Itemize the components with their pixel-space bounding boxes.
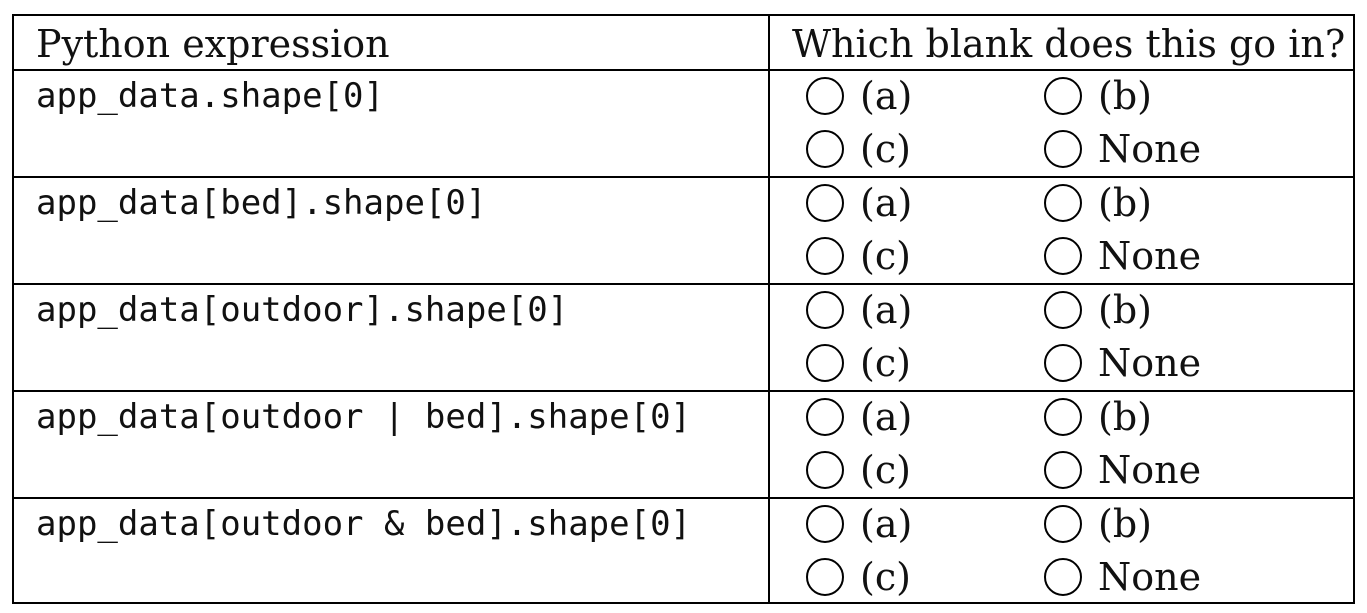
option-c-radio[interactable]: (c) bbox=[806, 127, 911, 171]
column-divider bbox=[768, 16, 770, 602]
option-none-radio[interactable]: None bbox=[1044, 127, 1201, 171]
option-label: (b) bbox=[1098, 74, 1152, 118]
option-label: None bbox=[1098, 555, 1202, 599]
radio-circle-icon[interactable] bbox=[1044, 184, 1082, 222]
header-row-divider bbox=[14, 69, 1353, 71]
option-none-radio[interactable]: None bbox=[1044, 555, 1201, 599]
option-b-radio[interactable]: (b) bbox=[1044, 181, 1152, 225]
radio-circle-icon[interactable] bbox=[1044, 398, 1082, 436]
option-a-radio[interactable]: (a) bbox=[806, 288, 912, 332]
option-label: (a) bbox=[860, 502, 913, 546]
option-label: (b) bbox=[1098, 502, 1152, 546]
radio-circle-icon[interactable] bbox=[1044, 451, 1082, 489]
python-expression: app_data.shape[0] bbox=[36, 76, 384, 116]
option-none-radio[interactable]: None bbox=[1044, 234, 1201, 278]
option-b-radio[interactable]: (b) bbox=[1044, 74, 1152, 118]
option-label: (c) bbox=[860, 341, 911, 385]
radio-circle-icon[interactable] bbox=[806, 184, 844, 222]
option-none-radio[interactable]: None bbox=[1044, 448, 1201, 492]
option-label: (a) bbox=[860, 288, 913, 332]
option-label: (b) bbox=[1098, 181, 1152, 225]
option-label: (c) bbox=[860, 448, 911, 492]
option-b-radio[interactable]: (b) bbox=[1044, 395, 1152, 439]
option-c-radio[interactable]: (c) bbox=[806, 234, 911, 278]
header-which-blank: Which blank does this go in? bbox=[792, 22, 1346, 66]
option-b-radio[interactable]: (b) bbox=[1044, 288, 1152, 332]
row-divider bbox=[14, 176, 1353, 178]
radio-circle-icon[interactable] bbox=[1044, 237, 1082, 275]
header-python-expression: Python expression bbox=[36, 22, 390, 66]
radio-circle-icon[interactable] bbox=[1044, 77, 1082, 115]
radio-circle-icon[interactable] bbox=[806, 505, 844, 543]
radio-circle-icon[interactable] bbox=[806, 398, 844, 436]
radio-circle-icon[interactable] bbox=[806, 344, 844, 382]
option-label: (a) bbox=[860, 181, 913, 225]
option-a-radio[interactable]: (a) bbox=[806, 395, 912, 439]
option-label: None bbox=[1098, 341, 1202, 385]
radio-circle-icon[interactable] bbox=[806, 130, 844, 168]
option-label: (c) bbox=[860, 127, 911, 171]
radio-circle-icon[interactable] bbox=[1044, 505, 1082, 543]
option-a-radio[interactable]: (a) bbox=[806, 74, 912, 118]
option-label: (c) bbox=[860, 234, 911, 278]
radio-circle-icon[interactable] bbox=[1044, 291, 1082, 329]
option-b-radio[interactable]: (b) bbox=[1044, 502, 1152, 546]
radio-circle-icon[interactable] bbox=[1044, 558, 1082, 596]
radio-circle-icon[interactable] bbox=[806, 291, 844, 329]
option-label: None bbox=[1098, 127, 1202, 171]
option-label: (a) bbox=[860, 395, 913, 439]
radio-circle-icon[interactable] bbox=[806, 77, 844, 115]
option-c-radio[interactable]: (c) bbox=[806, 555, 911, 599]
python-expression: app_data[bed].shape[0] bbox=[36, 183, 487, 223]
option-c-radio[interactable]: (c) bbox=[806, 448, 911, 492]
row-divider bbox=[14, 283, 1353, 285]
radio-circle-icon[interactable] bbox=[1044, 130, 1082, 168]
option-label: (c) bbox=[860, 555, 911, 599]
option-c-radio[interactable]: (c) bbox=[806, 341, 911, 385]
option-label: (b) bbox=[1098, 288, 1152, 332]
option-label: (a) bbox=[860, 74, 913, 118]
python-expression: app_data[outdoor | bed].shape[0] bbox=[36, 397, 692, 437]
row-divider bbox=[14, 390, 1353, 392]
option-a-radio[interactable]: (a) bbox=[806, 181, 912, 225]
option-label: None bbox=[1098, 448, 1202, 492]
radio-circle-icon[interactable] bbox=[806, 451, 844, 489]
radio-circle-icon[interactable] bbox=[1044, 344, 1082, 382]
option-a-radio[interactable]: (a) bbox=[806, 502, 912, 546]
radio-circle-icon[interactable] bbox=[806, 558, 844, 596]
python-expression: app_data[outdoor & bed].shape[0] bbox=[36, 504, 692, 544]
option-label: (b) bbox=[1098, 395, 1152, 439]
radio-circle-icon[interactable] bbox=[806, 237, 844, 275]
option-none-radio[interactable]: None bbox=[1044, 341, 1201, 385]
python-expression: app_data[outdoor].shape[0] bbox=[36, 290, 569, 330]
row-divider bbox=[14, 497, 1353, 499]
option-label: None bbox=[1098, 234, 1202, 278]
question-table: Python expression Which blank does this … bbox=[12, 14, 1355, 604]
